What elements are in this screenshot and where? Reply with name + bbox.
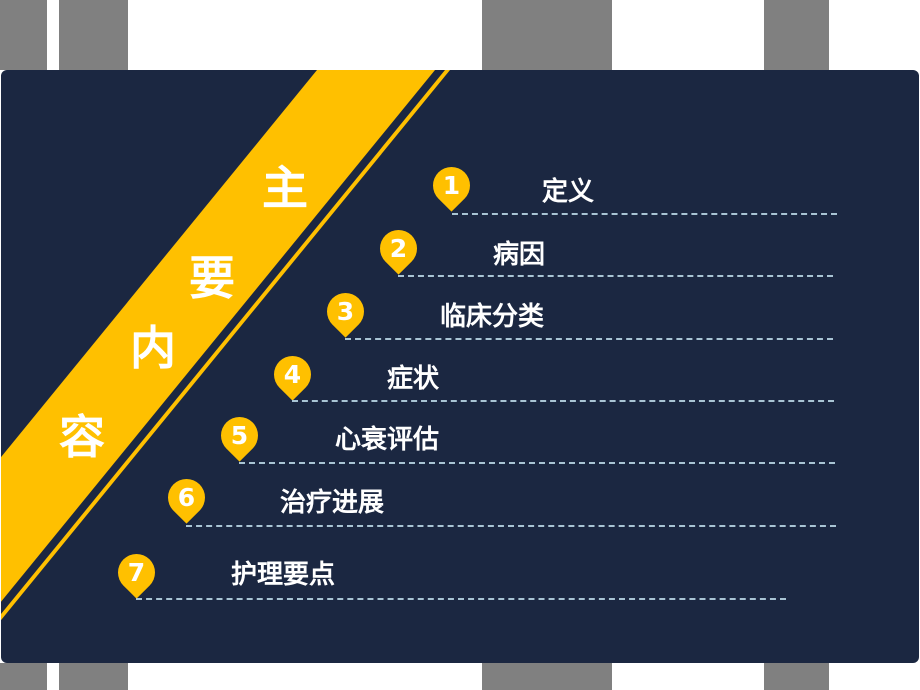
pin-marker-icon: 3 xyxy=(319,285,372,338)
item-label: 治疗进展 xyxy=(280,488,385,518)
item-number: 6 xyxy=(177,483,196,512)
accent-band xyxy=(1,70,435,602)
dashed-divider xyxy=(345,338,833,340)
contents-panel: 主 要 内 容 1 定义 2 病因 3 临床分类 4 症状 xyxy=(1,70,919,663)
decor-bar-bottom-1 xyxy=(0,663,47,690)
decor-bar-bottom-3 xyxy=(482,663,612,690)
pin-marker-icon: 7 xyxy=(110,546,163,599)
item-number: 3 xyxy=(336,297,355,326)
title-char-3: 内 xyxy=(130,321,176,375)
item-number: 2 xyxy=(389,234,408,263)
dashed-divider xyxy=(398,275,833,277)
title-char-1: 主 xyxy=(262,161,308,215)
pin-marker-icon: 2 xyxy=(372,222,425,275)
pin-marker-icon: 1 xyxy=(425,159,478,212)
decor-bar-bottom-2 xyxy=(59,663,128,690)
dashed-divider xyxy=(452,213,837,215)
decor-bar-top-4 xyxy=(764,0,829,70)
accent-thin-line xyxy=(1,70,450,621)
item-label: 护理要点 xyxy=(231,560,336,590)
decor-bar-top-2 xyxy=(59,0,128,70)
decor-bar-top-1 xyxy=(0,0,47,70)
item-number: 1 xyxy=(442,171,461,200)
item-label: 症状 xyxy=(387,364,440,394)
decor-bar-bottom-4 xyxy=(764,663,829,690)
item-label: 临床分类 xyxy=(440,302,545,332)
pin-marker-icon: 6 xyxy=(160,471,213,524)
item-number: 4 xyxy=(283,360,302,389)
item-label: 定义 xyxy=(542,177,595,207)
diagonal-stripe-decor xyxy=(1,70,450,621)
item-label: 病因 xyxy=(493,240,546,270)
item-number: 7 xyxy=(127,558,146,587)
item-label: 心衰评估 xyxy=(335,425,440,455)
pin-marker-icon: 5 xyxy=(213,409,266,462)
title-char-2: 要 xyxy=(189,251,235,305)
pin-marker-icon: 4 xyxy=(266,348,319,401)
dashed-divider xyxy=(239,462,835,464)
title-char-4: 容 xyxy=(59,410,105,464)
dashed-divider xyxy=(136,598,786,600)
dashed-divider xyxy=(292,400,834,402)
decor-bar-top-3 xyxy=(482,0,612,70)
dashed-divider xyxy=(186,525,836,527)
item-number: 5 xyxy=(230,421,249,450)
